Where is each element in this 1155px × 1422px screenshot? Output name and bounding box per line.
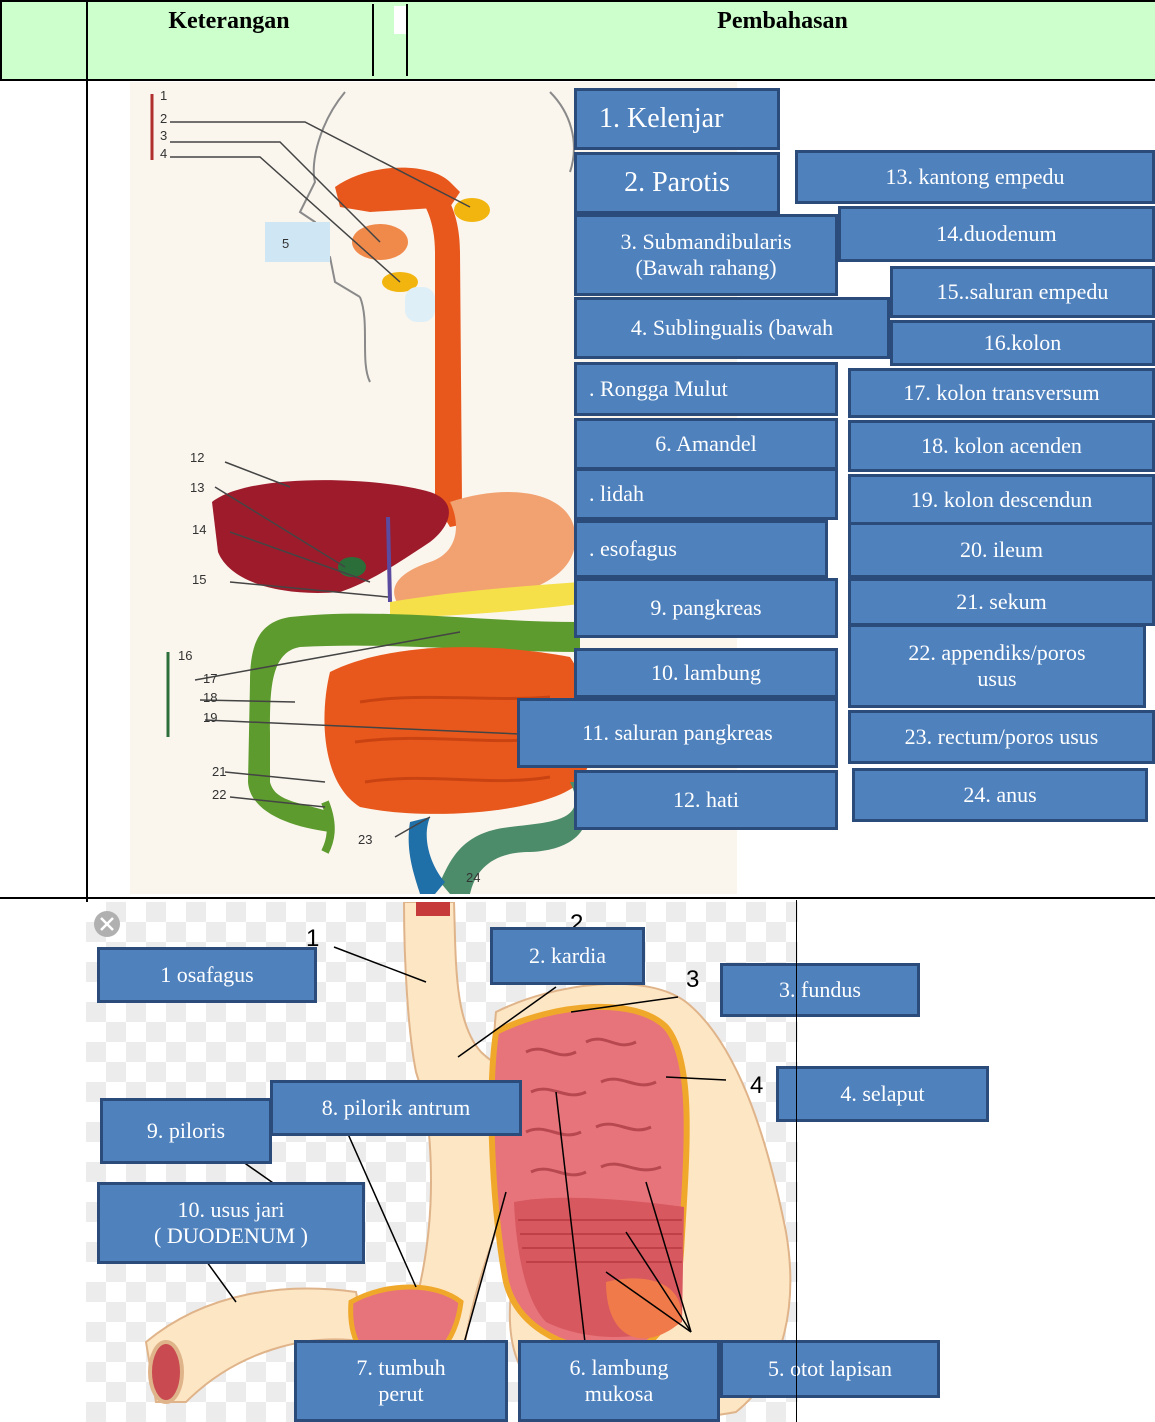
label-kolon-transversum: 17. kolon transversum bbox=[848, 368, 1155, 418]
diagram1-number-22: 22 bbox=[212, 787, 227, 802]
label-sublingualis: 4. Sublingualis (bawah bbox=[574, 297, 890, 359]
stomach-image-right-edge bbox=[796, 900, 797, 1422]
header-keterangan: Keterangan bbox=[168, 8, 290, 34]
label-rectum: 23. rectum/poros usus bbox=[848, 710, 1155, 764]
table-left-border bbox=[0, 0, 2, 80]
label-hati: 12. hati bbox=[574, 770, 838, 830]
diagram1-number-2: 2 bbox=[160, 111, 168, 126]
table-header-divider bbox=[0, 79, 1155, 81]
label-lidah: . lidah bbox=[574, 468, 838, 520]
label-saluran-pangkreas: 11. saluran pangkreas bbox=[517, 698, 838, 768]
diagram1-number-14: 14 bbox=[192, 522, 207, 537]
label-kolon-acenden: 18. kolon acenden bbox=[848, 420, 1155, 472]
label-usus-jari: 10. usus jari ( DUODENUM ) bbox=[97, 1182, 365, 1264]
label-kolon-descendun: 19. kolon descendun bbox=[848, 474, 1155, 526]
label-kantong-empedu: 13. kantong empedu bbox=[795, 150, 1155, 204]
label-submandibularis: 3. Submandibularis (Bawah rahang) bbox=[574, 214, 838, 296]
label-ileum: 20. ileum bbox=[848, 522, 1155, 578]
label-osafagus: 1 osafagus bbox=[97, 947, 317, 1003]
label-parotis: 2. Parotis bbox=[574, 152, 780, 214]
label-anus: 24. anus bbox=[852, 768, 1148, 822]
label-lambung-mukosa: 6. lambung mukosa bbox=[518, 1340, 720, 1422]
label-saluran-empedu: 15..saluran empedu bbox=[890, 266, 1155, 318]
label-otot-lapisan: 5. otot lapisan bbox=[720, 1340, 940, 1398]
stomach-number-1: 1 bbox=[306, 925, 320, 952]
label-esofagus: . esofagus bbox=[574, 520, 828, 578]
label-kelenjar: 1. Kelenjar bbox=[574, 88, 780, 150]
digestive-system-drawing bbox=[150, 91, 594, 894]
diagram1-number-4: 4 bbox=[160, 146, 168, 161]
label-sekum: 21. sekum bbox=[848, 578, 1155, 626]
label-appendiks: 22. appendiks/poros usus bbox=[848, 624, 1146, 708]
label-pilorik-antrum: 8. pilorik antrum bbox=[270, 1080, 522, 1136]
diagram1-number-16: 16 bbox=[178, 648, 193, 663]
table-column-divider bbox=[86, 0, 88, 1422]
header-row bbox=[0, 0, 1155, 80]
label-tumbuh-perut: 7. tumbuh perut bbox=[294, 1340, 508, 1422]
label-rongga-mulut: . Rongga Mulut bbox=[574, 362, 838, 416]
diagram1-number-13: 13 bbox=[190, 480, 205, 495]
diagram1-number-24: 24 bbox=[466, 870, 481, 885]
label-lambung: 10. lambung bbox=[574, 648, 838, 698]
label-piloris: 9. piloris bbox=[100, 1098, 272, 1164]
diagram1-number-1: 1 bbox=[160, 88, 168, 103]
diagram1-number-17: 17 bbox=[203, 671, 218, 686]
label-pangkreas: 9. pangkreas bbox=[574, 578, 838, 638]
diagram1-number-19: 19 bbox=[203, 710, 218, 725]
diagram1-number-3: 3 bbox=[160, 128, 168, 143]
header-small-cell-mark bbox=[394, 6, 406, 34]
label-kolon: 16.kolon bbox=[890, 320, 1155, 366]
diagram1-number-21: 21 bbox=[212, 764, 227, 779]
label-fundus: 3. fundus bbox=[720, 963, 920, 1017]
diagram1-number-5: 5 bbox=[282, 236, 290, 251]
diagram1-number-15: 15 bbox=[192, 572, 207, 587]
stomach-close-icon[interactable] bbox=[94, 911, 122, 939]
label-duodenum: 14.duodenum bbox=[838, 206, 1155, 262]
label-kardia: 2. kardia bbox=[490, 927, 645, 985]
diagram1-number-12: 12 bbox=[190, 450, 205, 465]
stomach-number-4: 4 bbox=[750, 1072, 764, 1099]
diagram1-number-23: 23 bbox=[358, 832, 373, 847]
stomach-number-3: 3 bbox=[686, 966, 700, 993]
label-amandel: 6. Amandel bbox=[574, 418, 838, 470]
label-selaput: 4. selaput bbox=[776, 1066, 989, 1122]
table-row-divider bbox=[0, 897, 1155, 899]
stomach-drawing bbox=[94, 902, 792, 1422]
diagram1-number-18: 18 bbox=[203, 690, 218, 705]
header-pembahasan: Pembahasan bbox=[717, 8, 848, 34]
table-top-border bbox=[0, 0, 1155, 2]
